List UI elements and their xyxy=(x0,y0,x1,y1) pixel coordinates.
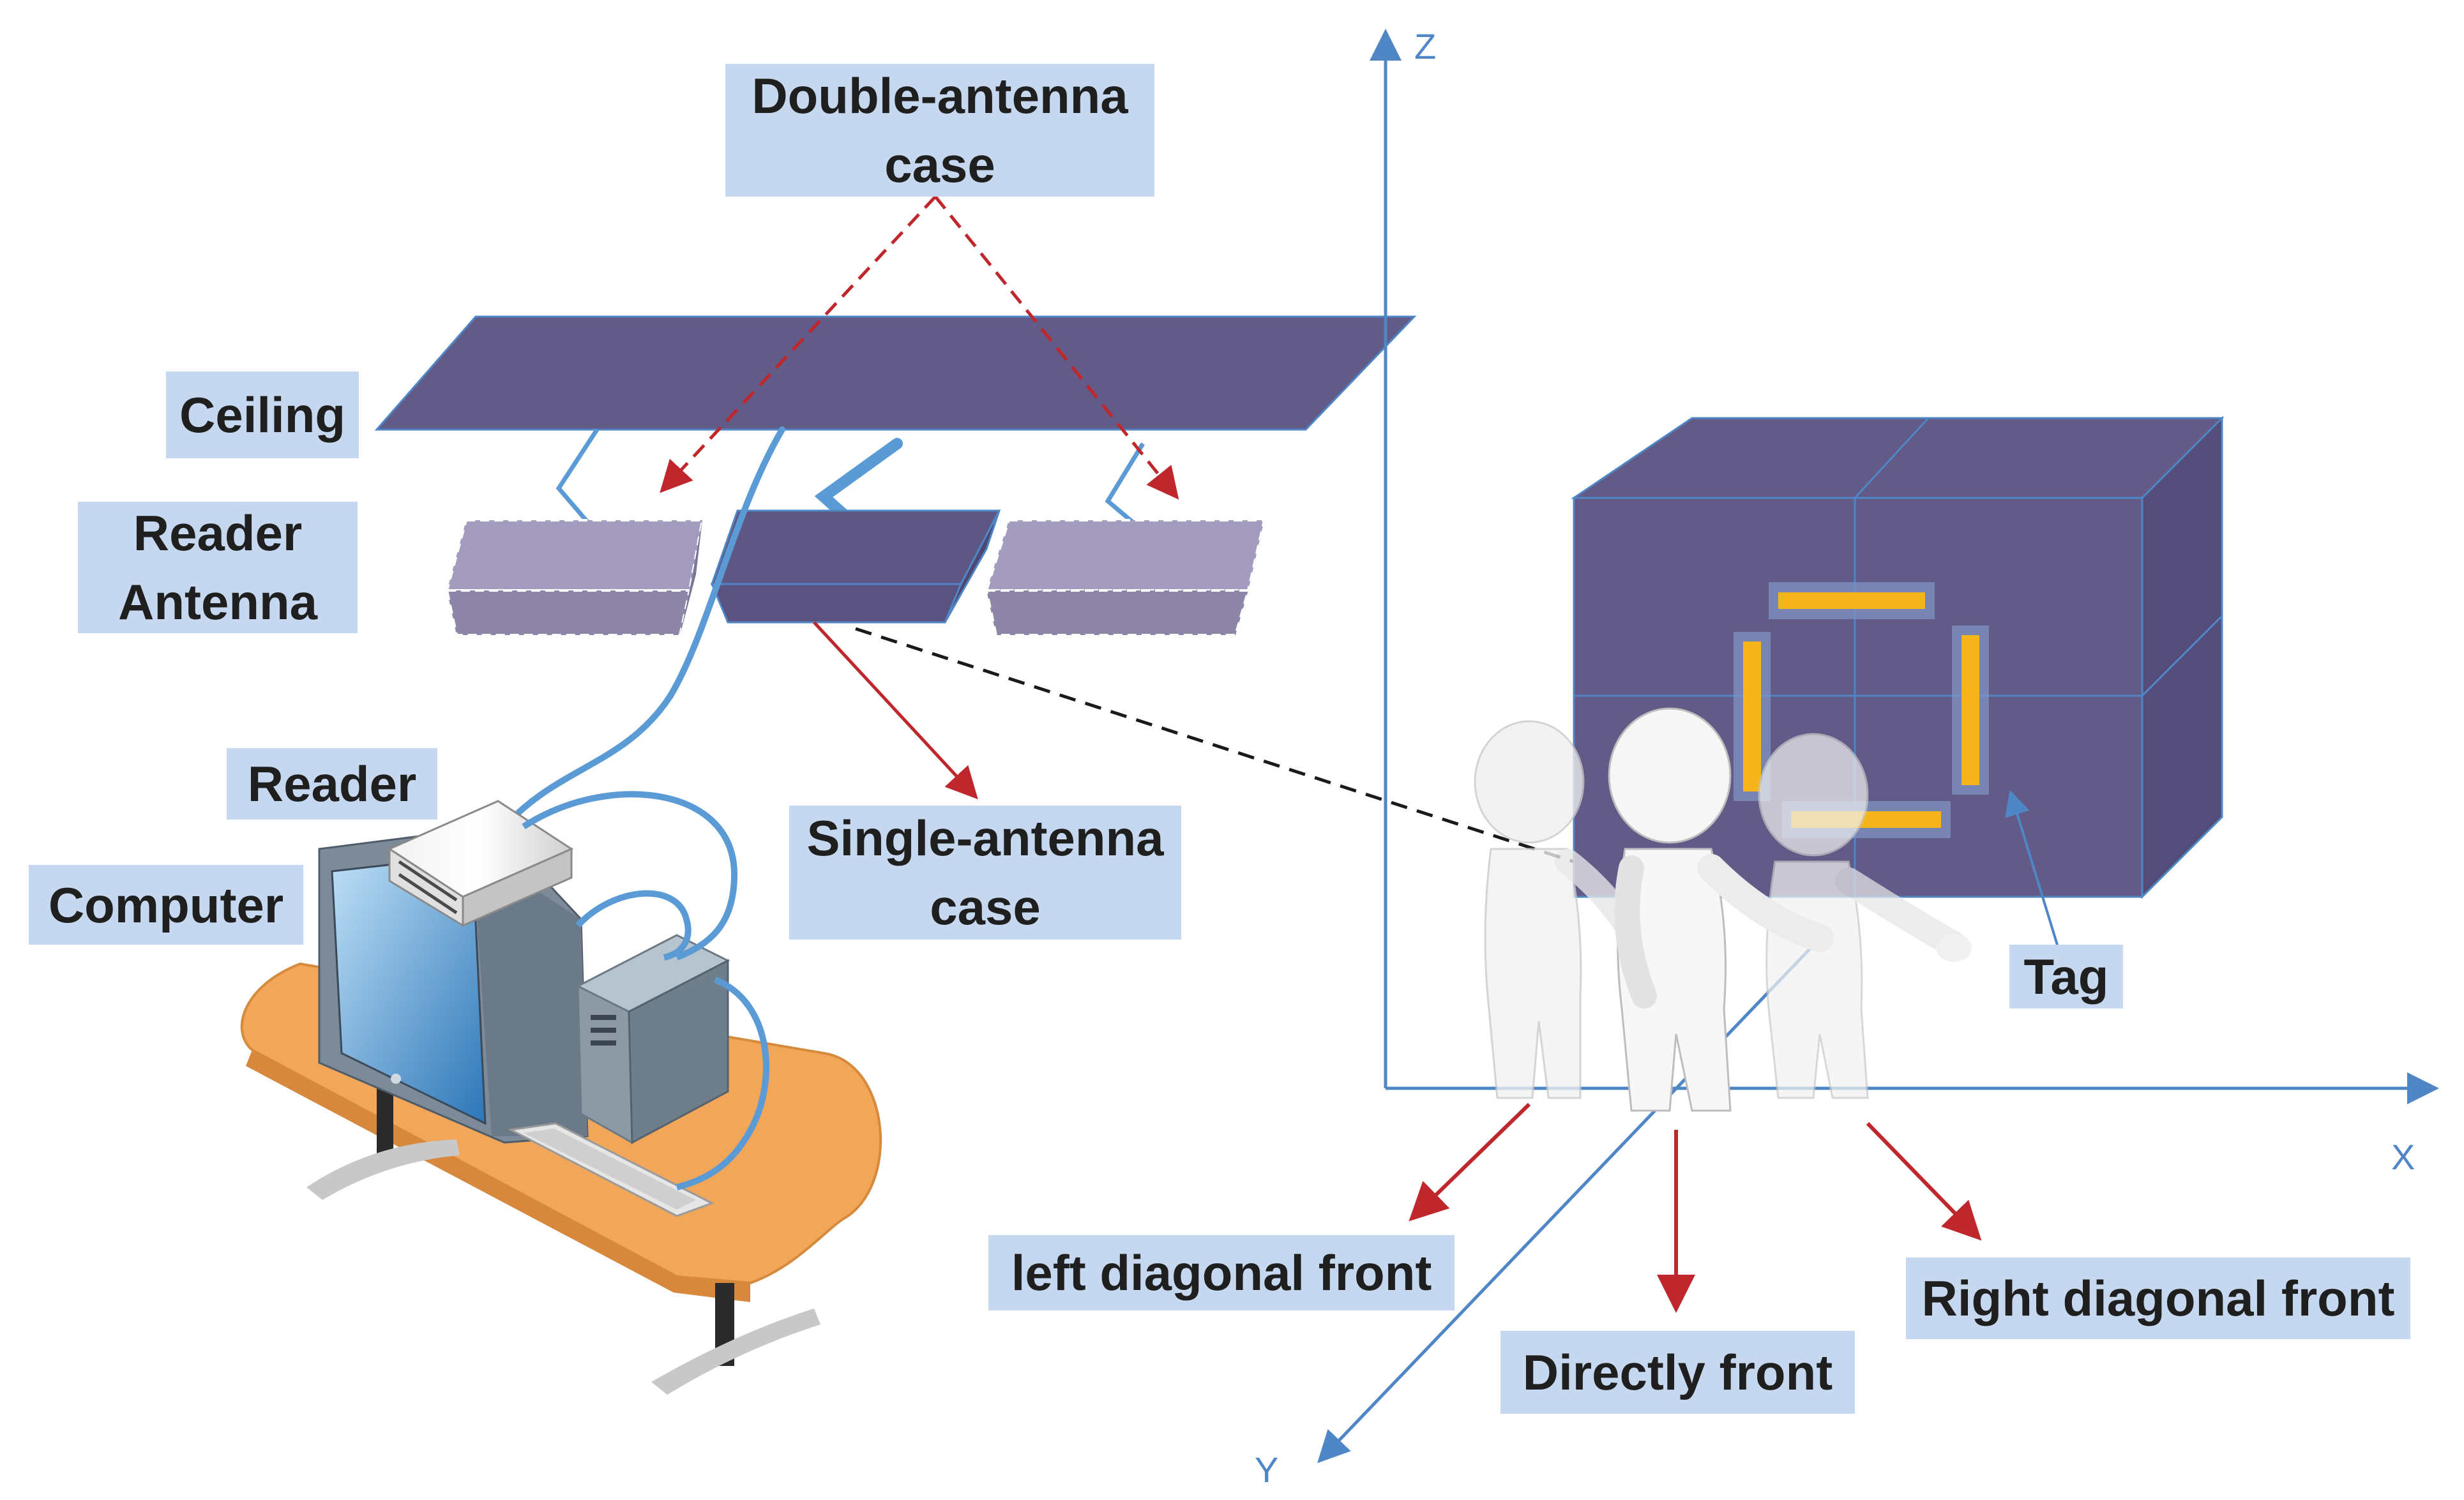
tower-to-keyboard-cable xyxy=(676,977,769,1190)
directly-front-label: Directly front xyxy=(1500,1331,1855,1414)
single-antenna-label-line1: Single-antenna xyxy=(806,810,1164,866)
center-antenna xyxy=(710,509,1001,624)
tag-label-text: Tag xyxy=(2023,949,2109,1005)
left-diagonal-front-label: left diagonal front xyxy=(988,1235,1455,1310)
right-diagonal-front-label: Right diagonal front xyxy=(1906,1257,2410,1339)
y-axis xyxy=(1317,931,1827,1464)
antenna-hanger-left xyxy=(556,428,599,535)
double-antenna-label: Double-antenna case xyxy=(725,64,1154,197)
reader-to-tower-cable xyxy=(522,791,738,961)
single-antenna-arrow xyxy=(813,621,978,800)
left-diagonal-front-label-text: left diagonal front xyxy=(1011,1245,1432,1301)
right-diagonal-front-label-text: Right diagonal front xyxy=(1921,1270,2395,1326)
z-axis-label: Z xyxy=(1414,26,1437,66)
computer-tower xyxy=(575,934,730,1144)
single-antenna-label: Single-antenna case xyxy=(789,806,1181,940)
tag-pointer-line xyxy=(2005,790,2060,952)
reader-antenna-label: Reader Antenna xyxy=(78,502,358,633)
left-ghost-antenna xyxy=(445,519,704,636)
ceiling-label-text: Ceiling xyxy=(179,387,345,443)
antenna-to-tag-dashed-line xyxy=(855,627,1575,864)
reader-antenna-label-line2: Antenna xyxy=(118,574,317,630)
ceiling-label: Ceiling xyxy=(166,371,359,458)
right-ghost-antenna xyxy=(985,519,1266,636)
double-antenna-arrow-right xyxy=(934,195,1179,500)
human-figure-center xyxy=(1608,707,1834,1112)
monitor-to-tower-cable xyxy=(575,890,692,961)
ceiling-plate xyxy=(374,315,1417,431)
directly-front-label-text: Directly front xyxy=(1522,1344,1833,1400)
double-antenna-label-line1: Double-antenna xyxy=(752,68,1128,124)
computer-label: Computer xyxy=(29,865,303,945)
x-axis-label: X xyxy=(2391,1137,2415,1177)
left-diagonal-front-arrow xyxy=(1409,1102,1531,1222)
reader-label: Reader xyxy=(227,748,437,820)
reader-label-text: Reader xyxy=(247,756,417,812)
tag-label: Tag xyxy=(2009,945,2123,1009)
right-diagonal-front-arrow xyxy=(1866,1121,1982,1241)
keyboard xyxy=(508,1122,714,1217)
computer-label-text: Computer xyxy=(48,876,284,933)
antenna-cable xyxy=(514,426,785,817)
double-antenna-label-line2: case xyxy=(884,137,995,193)
single-antenna-label-line2: case xyxy=(930,879,1041,935)
double-antenna-arrow-left xyxy=(660,195,937,493)
reader-antenna-label-line1: Reader xyxy=(133,505,303,561)
y-axis-label: Y xyxy=(1255,1450,1279,1490)
computer-monitor xyxy=(318,825,589,1144)
